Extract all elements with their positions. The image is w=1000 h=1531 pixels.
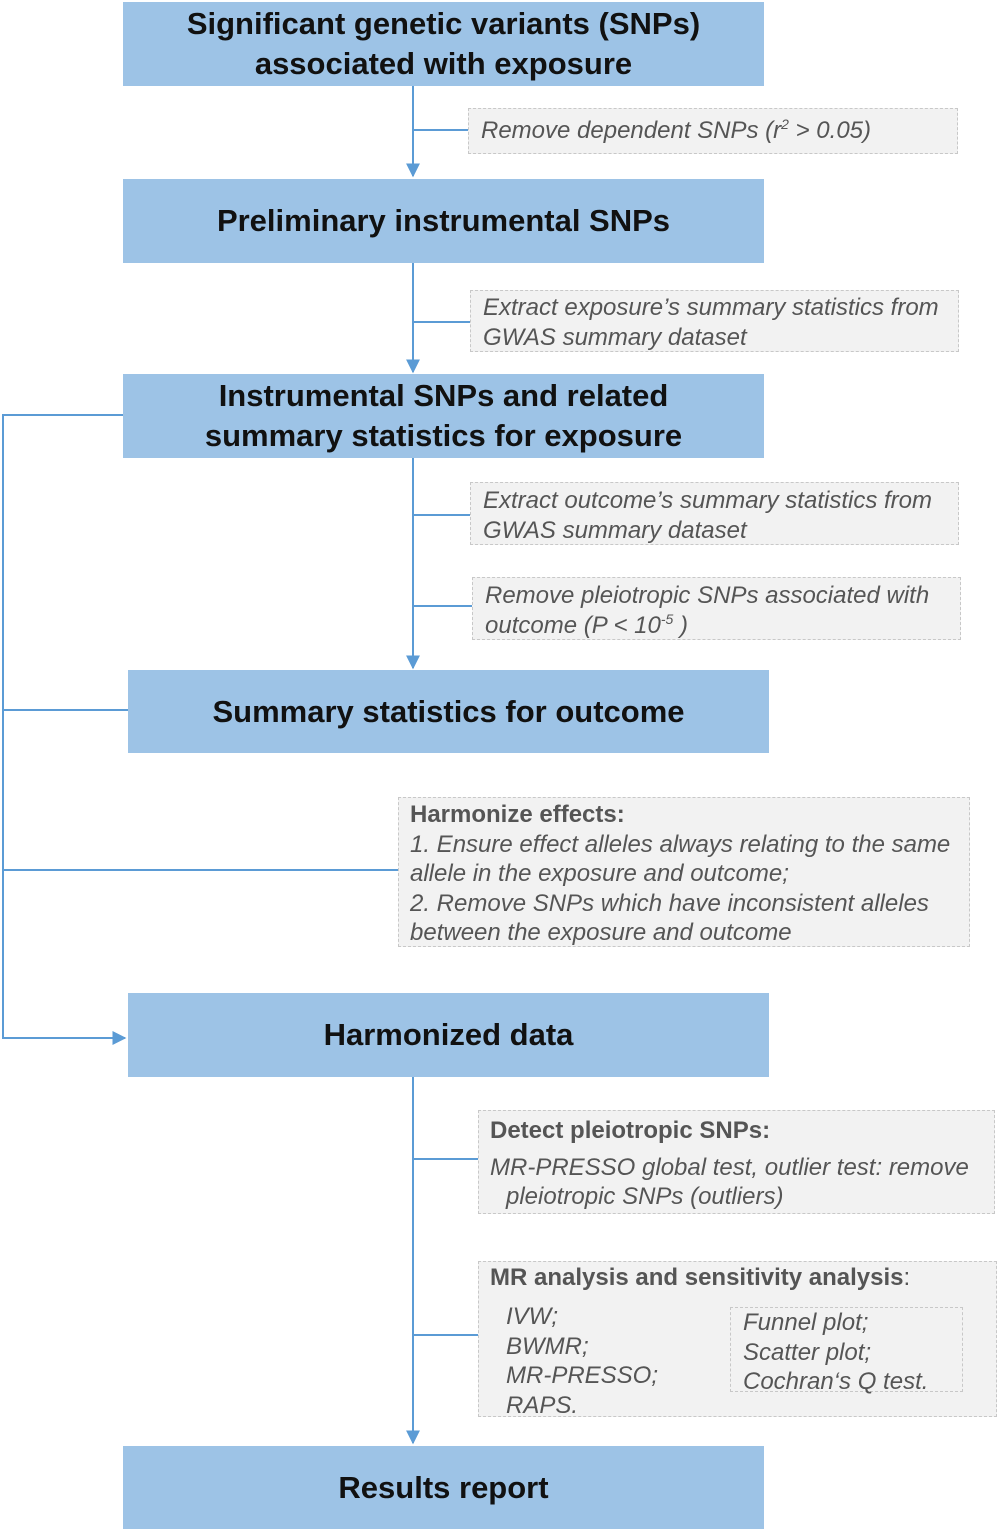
mr-method-mr-presso: MR-PRESSO; [506, 1362, 659, 1389]
note-extract-outcome-line-2: GWAS summary dataset [483, 516, 747, 544]
box-results-report: Results report [123, 1446, 764, 1529]
sensitivity-scatter-plot: Scatter plot; [743, 1338, 872, 1366]
note-harmonize-line-2: allele in the exposure and outcome; [410, 860, 789, 887]
note-extract-outcome: Extract outcome’s summary statistics fro… [470, 482, 959, 545]
note-harmonize-line-1: 1. Ensure effect alleles always relating… [410, 830, 951, 858]
note-remove-dependent-text: Remove dependent SNPs (r2 > 0.05) [481, 116, 872, 144]
mr-method-raps: RAPS. [506, 1391, 579, 1419]
box-preliminary-snps-label: Preliminary instrumental SNPs [216, 203, 671, 238]
box-results-report-label: Results report [338, 1469, 549, 1505]
mr-method-ivw: IVW; [506, 1303, 558, 1330]
note-extract-exposure-line-2: GWAS summary dataset [483, 323, 747, 351]
note-mr-analysis-title: MR analysis and sensitivity analysis [490, 1264, 904, 1291]
note-harmonize-title: Harmonize effects: [410, 801, 625, 828]
note-remove-dependent: Remove dependent SNPs (r2 > 0.05) [468, 108, 958, 154]
box-significant-snps: Significant genetic variants (SNPs) asso… [123, 2, 764, 86]
box-preliminary-snps: Preliminary instrumental SNPs [123, 179, 764, 263]
left-bypass-line [2, 414, 127, 1045]
note-detect-pleiotropic-text: MR-PRESSO global test, outlier test: rem… [490, 1154, 969, 1210]
box-instrumental-snps-label: Instrumental SNPs and related summary st… [204, 378, 683, 453]
note-detect-pleiotropic-title: Detect pleiotropic SNPs: [490, 1117, 771, 1144]
sensitivity-cochran-q-test: Cochran‘s Q test. [743, 1368, 929, 1395]
mr-methods-list: IVW; BWMR; MR-PRESSO; RAPS. [506, 1302, 658, 1420]
note-harmonize-line-3: 2. Remove SNPs which have inconsistent a… [410, 889, 929, 917]
box-instrumental-snps: Instrumental SNPs and related summary st… [123, 374, 764, 458]
sensitivity-tests-box: Funnel plot; Scatter plot; Cochran‘s Q t… [730, 1307, 963, 1395]
sensitivity-funnel-plot: Funnel plot; [743, 1309, 869, 1336]
note-mr-analysis-heading: MR analysis and sensitivity analysis: [490, 1263, 910, 1293]
box-significant-snps-label: Significant genetic variants (SNPs) asso… [186, 6, 701, 81]
note-remove-pleiotropic: Remove pleiotropic SNPs associated with … [472, 577, 961, 640]
note-detect-pleiotropic: Detect pleiotropic SNPs: MR-PRESSO globa… [478, 1110, 995, 1214]
mr-method-bwmr: BWMR; [506, 1332, 589, 1360]
note-extract-exposure: Extract exposure’s summary statistics fr… [470, 290, 959, 352]
note-extract-exposure-line-1: Extract exposure’s summary statistics fr… [483, 294, 939, 321]
note-mr-analysis-title-colon: : [903, 1264, 911, 1291]
box-harmonized-data-label: Harmonized data [323, 1017, 574, 1052]
box-outcome-statistics-label: Summary statistics for outcome [212, 693, 685, 729]
note-harmonize-effects: Harmonize effects: 1. Ensure effect alle… [398, 797, 970, 947]
box-harmonized-data: Harmonized data [128, 993, 769, 1077]
note-extract-outcome-line-1: Extract outcome’s summary statistics fro… [483, 487, 932, 514]
note-mr-analysis: MR analysis and sensitivity analysis: IV… [478, 1261, 997, 1420]
note-remove-pleiotropic-line-2: outcome (P < 10-5 ) [485, 610, 688, 639]
note-harmonize-line-4: between the exposure and outcome [410, 919, 792, 946]
box-outcome-statistics: Summary statistics for outcome [128, 670, 769, 753]
note-remove-pleiotropic-line-1: Remove pleiotropic SNPs associated with [485, 582, 930, 609]
